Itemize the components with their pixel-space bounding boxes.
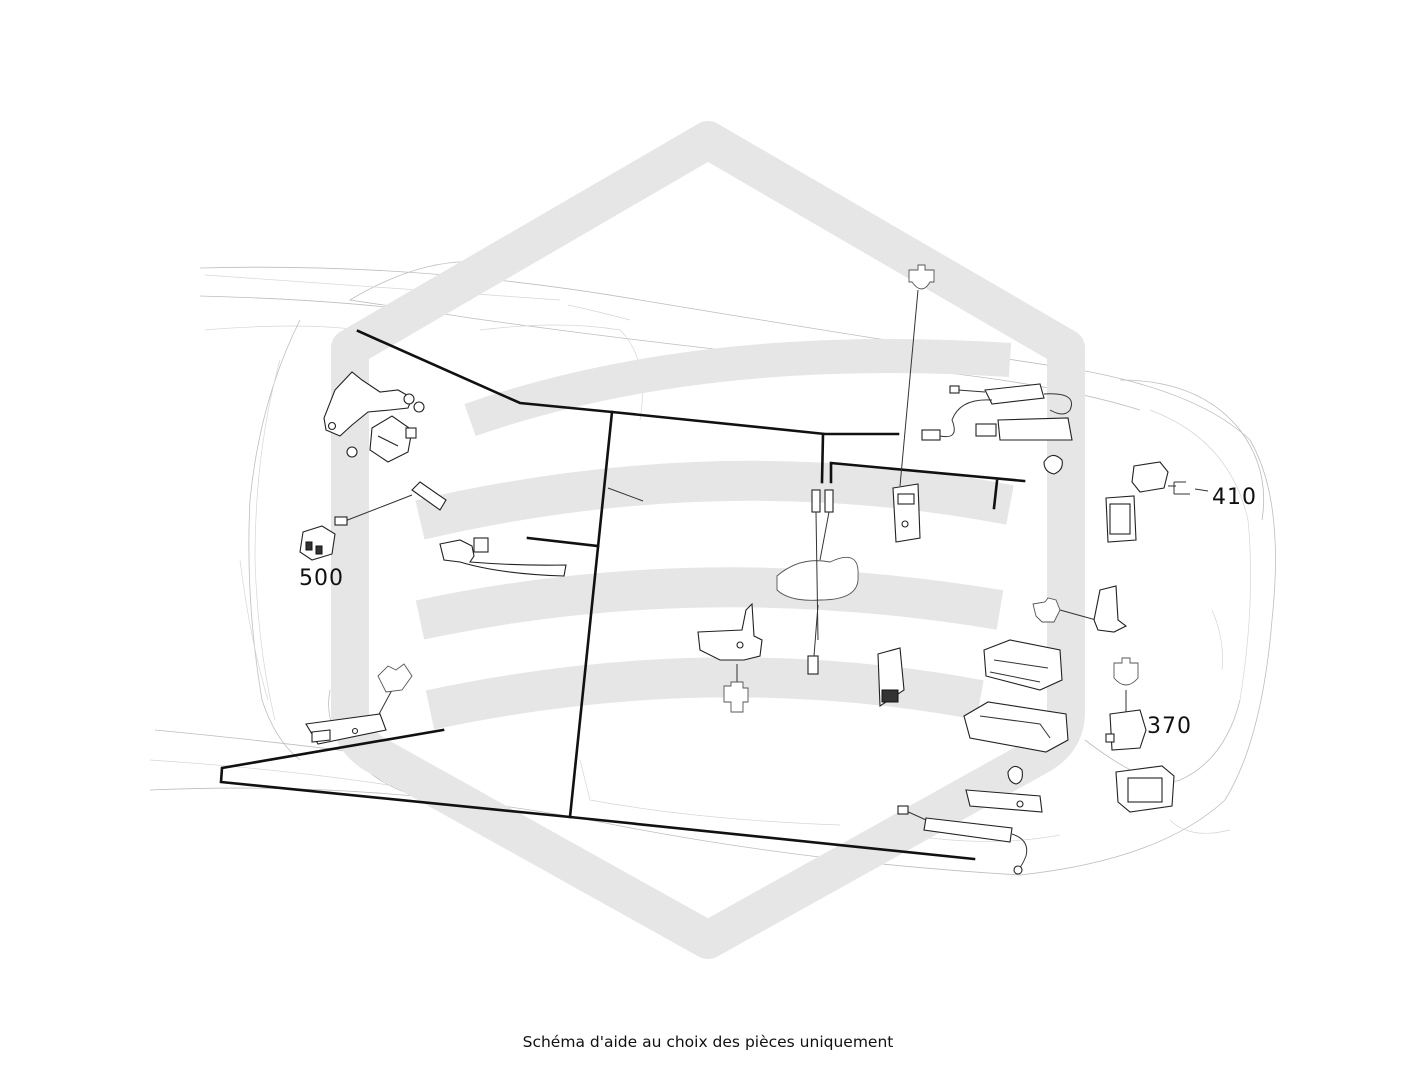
callout-500: 500 (299, 566, 344, 591)
clip-part (346, 401, 425, 458)
ecu-upper-part (983, 639, 1063, 691)
switch-part (877, 647, 905, 708)
control-unit-part (975, 417, 1073, 441)
callout-370: 370 (1147, 714, 1192, 739)
diagram-caption: Schéma d'aide au choix des pièces unique… (522, 1033, 894, 1051)
antenna-cable-part (334, 481, 447, 526)
crash-sensor-part (369, 415, 417, 463)
sensor-370-part (1105, 709, 1147, 751)
clip-right-part (1007, 765, 1023, 785)
connector-500-part (299, 525, 336, 561)
callout-410: 410 (1212, 485, 1257, 510)
bracket-part (323, 371, 415, 437)
rear-antenna-part (897, 805, 1028, 875)
module-left-part (305, 713, 387, 745)
twin-connector-part (807, 489, 834, 675)
receiver-part (1105, 495, 1137, 543)
grommet-part (1043, 454, 1063, 475)
radar-unit-part (1115, 765, 1175, 813)
car-body-outline (149, 261, 1276, 876)
connector-410-part (1131, 461, 1169, 493)
bracket-tower-part (1093, 585, 1128, 633)
rear-module-part (965, 789, 1043, 813)
sensor-module-part (892, 483, 921, 543)
harness-bracket-part (439, 537, 567, 577)
ecu-lower-part (963, 701, 1069, 753)
leader-lines (219, 329, 1026, 861)
thin-leaders (377, 289, 1209, 717)
actuator-part (697, 602, 763, 661)
antenna-amplifier-part (921, 383, 1072, 441)
